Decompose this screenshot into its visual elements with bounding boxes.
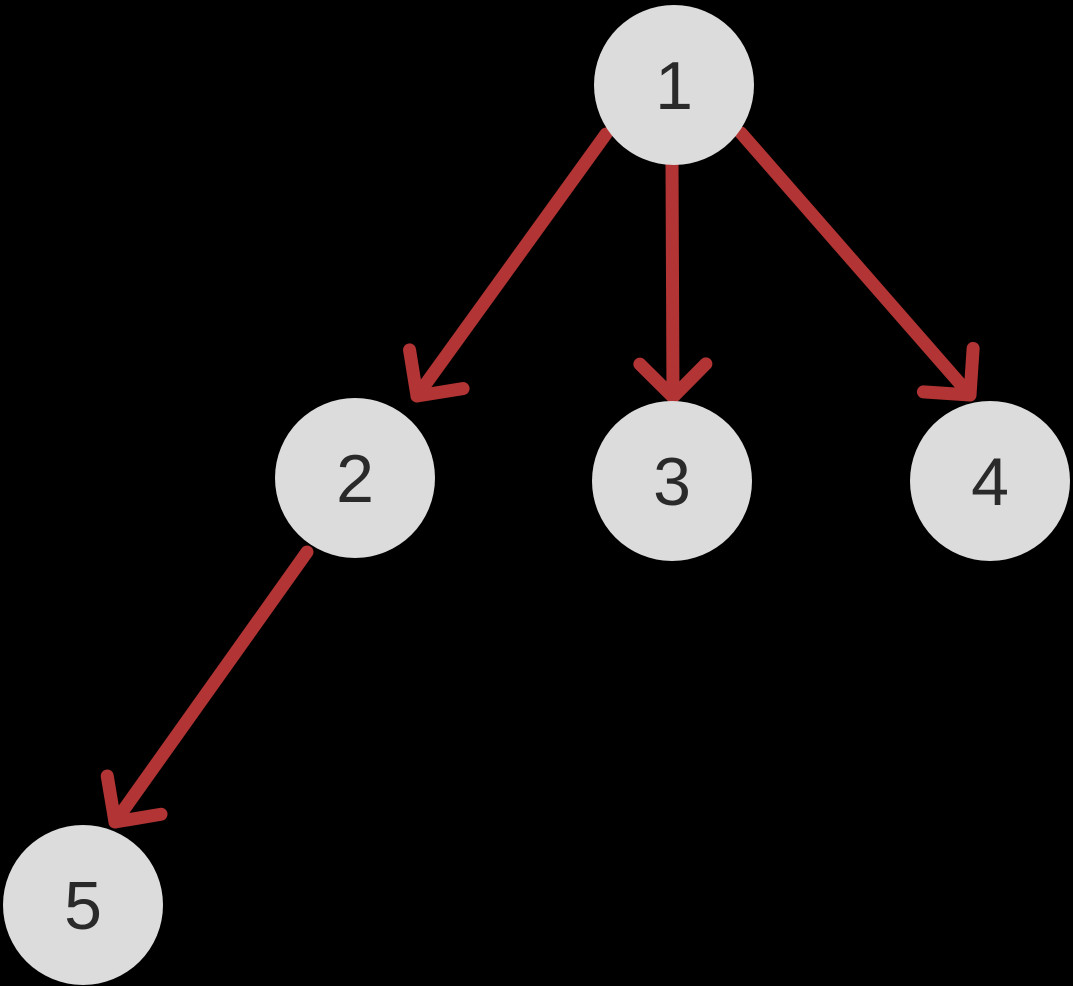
node-circle-4 [910,401,1070,561]
graph-node-1: 1 [594,5,754,165]
graph-node-3: 3 [592,401,752,561]
graph-edge-1-to-4 [734,126,980,402]
node-label-3: 3 [653,444,691,520]
edges-layer [100,126,980,829]
graph-edge-1-to-3 [633,155,713,404]
graph-node-5: 5 [3,825,163,985]
graph-node-4: 4 [910,401,1070,561]
graph-node-2: 2 [275,398,435,558]
nodes-layer: 1 2 3 4 5 [3,5,1070,985]
node-label-2: 2 [336,441,374,517]
graph-edge-1-to-2 [403,127,613,403]
node-label-5: 5 [64,868,102,944]
node-circle-2 [275,398,435,558]
graph-edge-2-to-5 [100,545,314,829]
node-circle-3 [592,401,752,561]
node-circle-1 [594,5,754,165]
node-circle-5 [3,825,163,985]
node-label-1: 1 [655,48,693,124]
node-label-4: 4 [971,444,1009,520]
